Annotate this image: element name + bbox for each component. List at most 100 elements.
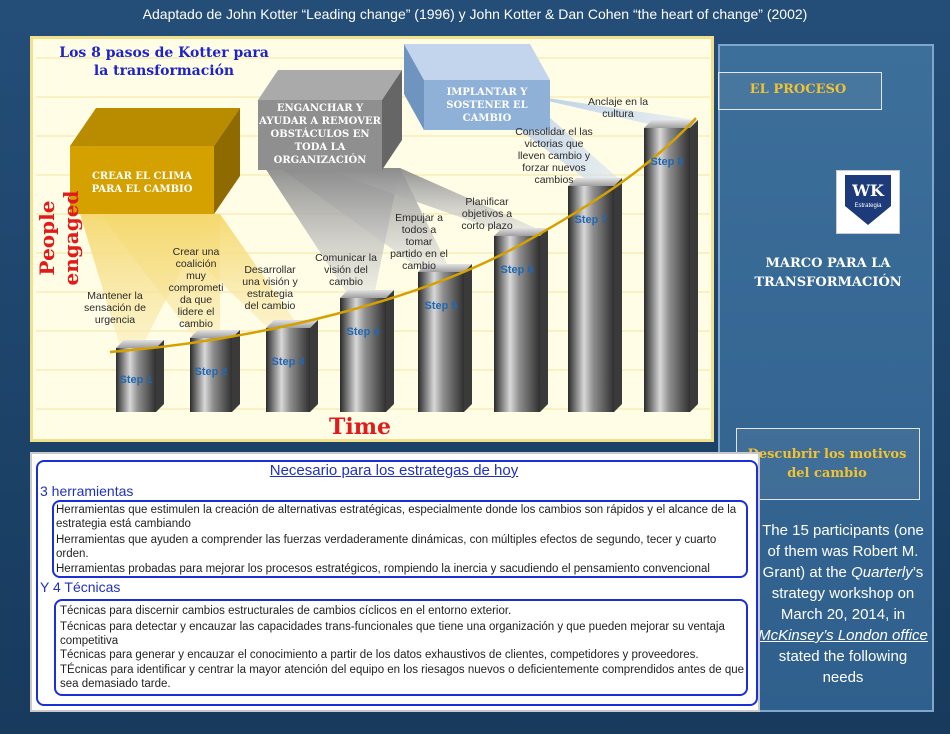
step-description-line: Mantener la — [87, 290, 143, 302]
step-bar-7 — [568, 178, 622, 412]
step-bar-side — [232, 330, 240, 412]
step-bar-top — [644, 120, 698, 128]
step-label-1: Step 1 — [119, 374, 153, 386]
herramientas-frame — [52, 500, 748, 578]
step-label-2: Step 2 — [194, 366, 228, 378]
x-axis-label: Time — [328, 414, 391, 440]
step-description-line: lidere el — [177, 306, 215, 318]
step-description-line: Anclaje en la — [587, 96, 649, 108]
step-label-6: Step 6 — [500, 264, 534, 276]
tecnica-4: TÉcnicas para identificar y centrar la m… — [60, 664, 745, 690]
tecnicas-title: Y 4 Técnicas — [40, 579, 121, 595]
logo-subtext: Estrategia — [854, 203, 882, 209]
step-description-line: corto plazo — [461, 220, 513, 232]
step-description-line: Crear una — [172, 246, 220, 258]
step-description-line: Empujar a — [395, 212, 443, 224]
step-description-line: lleven cambio y — [517, 150, 591, 162]
step-description-line: Consolidar el las — [515, 126, 593, 138]
outer-frame — [36, 460, 758, 706]
step-description-line: una visión y — [242, 276, 298, 288]
step-bar-front — [116, 348, 156, 412]
step-bar-5 — [418, 264, 472, 412]
step-bar-8 — [644, 120, 698, 412]
beam-gray-step6 — [320, 168, 540, 236]
step-bar-front — [266, 328, 310, 412]
step-description-line: muy — [186, 270, 206, 282]
descubrir-label: Descubrir los motivos del cambio — [747, 447, 907, 481]
step-label-4: Step 4 — [346, 326, 380, 338]
step-description-line: da que — [179, 294, 213, 306]
step-description-line: urgencia — [94, 314, 136, 326]
phase-box-crear-label: CREAR EL CLIMA PARA EL CAMBIO — [91, 171, 193, 195]
step-bar-top — [190, 330, 240, 338]
step-description-line: tomar — [405, 236, 433, 248]
step-bar-front — [644, 128, 690, 412]
tecnica-2: Técnicas para detectar y encauzar las ca… — [60, 621, 725, 647]
step-bar-4 — [340, 290, 394, 412]
phase-box-enganchar-label: ENGANCHAR Y AYUDAR A REMOVER OBSTÁCULOS … — [259, 103, 381, 166]
beam-gold-step3 — [150, 214, 300, 328]
step-bar-top — [418, 264, 472, 272]
step-description-line: Planificar — [465, 196, 509, 208]
step-bar-6 — [494, 228, 548, 412]
step-description-line: cambio — [179, 318, 213, 330]
proceso-label: EL PROCESO — [749, 82, 847, 97]
tecnica-1: Técnicas para discernir cambios estructu… — [60, 605, 512, 617]
step-bar-front — [494, 236, 540, 412]
phase-box-implantar — [404, 44, 550, 130]
step-description-line: cambios — [534, 174, 574, 186]
step-bar-side — [156, 340, 164, 412]
step-bar-side — [310, 320, 318, 412]
phase-beams — [80, 90, 696, 346]
bottom-panel — [30, 452, 760, 712]
step-bars — [116, 120, 698, 412]
step-bar-3 — [266, 320, 318, 412]
step-bar-front — [190, 338, 232, 412]
step-bar-top — [340, 290, 394, 298]
step-label-7: Step 7 — [574, 214, 608, 226]
step-label-3: Step 3 — [271, 356, 305, 368]
step-bar-front — [418, 272, 464, 412]
tecnicas-frame — [54, 599, 748, 696]
step-description-line: visión del — [324, 264, 368, 276]
step-description-line: del cambio — [244, 300, 296, 312]
step-description-line: partido en el — [390, 248, 448, 260]
step-bar-side — [386, 290, 394, 412]
step-bar-1 — [116, 340, 164, 412]
step-bar-side — [690, 120, 698, 412]
step-description-line: Desarrollar — [244, 264, 296, 276]
step-description-line: todos a — [401, 224, 437, 236]
step-description-line: sensación de — [84, 302, 146, 314]
step-bar-side — [540, 228, 548, 412]
logo-text: WK — [852, 181, 884, 200]
step-description-line: forzar nuevos — [522, 162, 586, 174]
step-description-line: comprometi — [168, 282, 224, 294]
citation: Adaptado de John Kotter “Leading change”… — [142, 6, 808, 22]
chart-title: Los 8 pasos de Kotter para la transforma… — [44, 44, 284, 80]
marco-label: MARCO PARA LA TRANSFORMACIÓN — [754, 256, 902, 290]
step-description-line: Comunicar la — [315, 252, 377, 264]
chart-title-line2: la transformación — [93, 63, 235, 79]
step-description-line: coalición — [175, 258, 217, 270]
tecnica-3: Técnicas para generar y encauzar el cono… — [60, 649, 699, 661]
step-description-line: estrategia — [246, 288, 294, 300]
step-bar-side — [464, 264, 472, 412]
mckinsey-link[interactable]: McKinsey’s London office — [758, 627, 928, 644]
engagement-curve — [109, 117, 697, 354]
herramienta-3: Herramientas probadas para mejorar los p… — [56, 563, 710, 575]
herramientas-title: 3 herramientas — [40, 483, 134, 499]
step-bar-2 — [190, 330, 240, 412]
step-label-8: Step 8 — [650, 156, 684, 168]
phase-box-crear — [70, 108, 240, 214]
step-bar-top — [494, 228, 548, 236]
logo: WK Estrategia — [836, 170, 900, 234]
participants-quote: The 15 participants (one of them was Rob… — [758, 522, 928, 686]
necesario-title: Necesario para los estrategas de hoy — [269, 462, 519, 479]
